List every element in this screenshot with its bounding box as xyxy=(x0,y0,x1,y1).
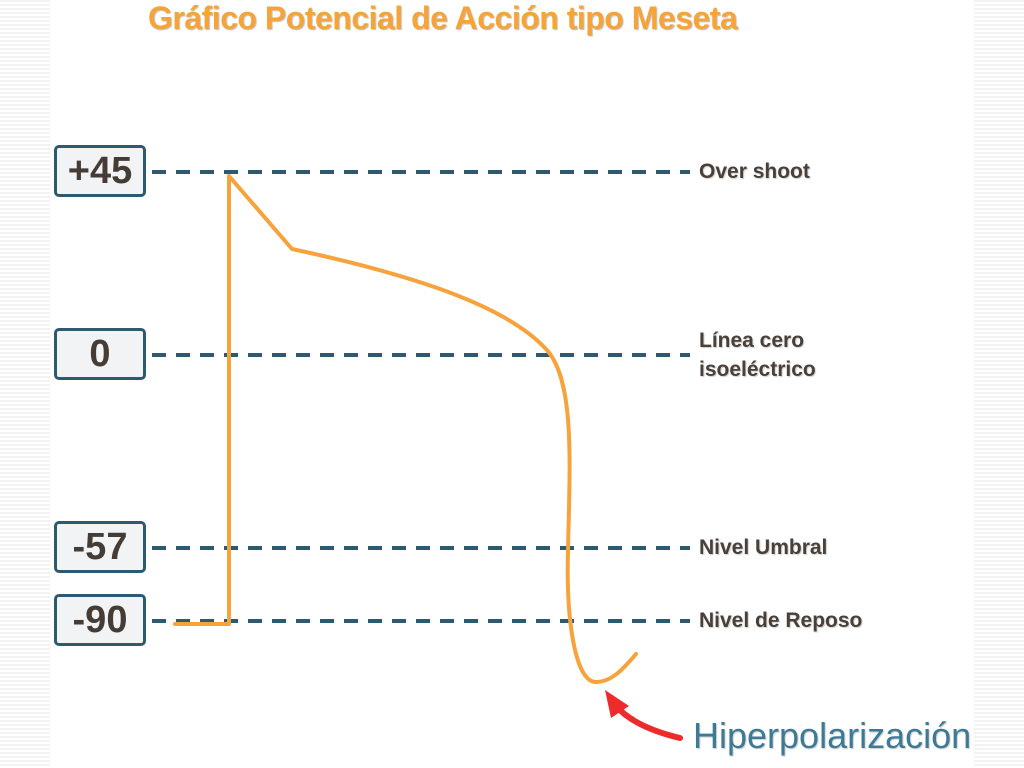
level-box-cero: 0 xyxy=(54,328,146,380)
action-potential-curve xyxy=(173,174,638,684)
hyperpolarization-label: Hiperpolarización xyxy=(693,715,972,756)
level-box-reposo: -90 xyxy=(54,594,146,646)
label-overshoot: Over shoot xyxy=(699,160,810,183)
level-box-umbral: -57 xyxy=(54,521,146,573)
label-linea-cero-line1: Línea cero xyxy=(699,329,805,352)
label-linea-cero: Línea cero isoeléctrico xyxy=(699,326,816,384)
hyperpolarization-arrow-head xyxy=(605,690,629,718)
label-linea-cero-line2: isoeléctrico xyxy=(699,358,816,381)
hyperpolarization-arrow-shaft xyxy=(613,703,683,741)
left-border-stripe xyxy=(0,0,50,768)
level-box-overshoot: +45 xyxy=(54,145,146,197)
label-nivel-umbral: Nivel Umbral xyxy=(699,536,828,559)
right-border-stripe xyxy=(974,0,1024,768)
label-nivel-reposo: Nivel de Reposo xyxy=(699,609,863,632)
diagram-title: Gráfico Potencial de Acción tipo Meseta xyxy=(148,0,738,36)
